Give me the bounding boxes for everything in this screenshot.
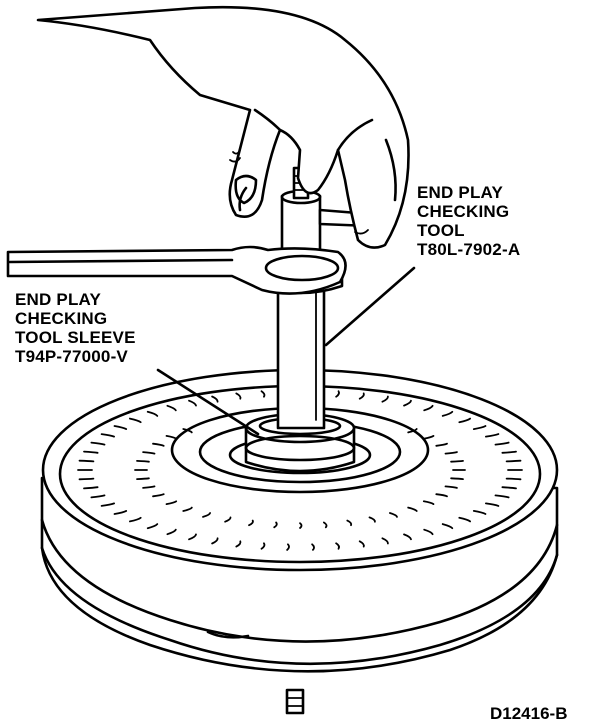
blade-tick	[494, 494, 510, 499]
callout-checking-tool: END PLAY CHECKING TOOL T80L-7902-A	[417, 183, 520, 259]
blade-tick	[494, 441, 510, 446]
blade-tick	[78, 459, 95, 463]
figure-id: D12416-B	[490, 704, 568, 723]
blade-tick	[202, 512, 211, 518]
callout-tool-sleeve-line-1: END PLAY	[15, 290, 101, 309]
blade-tick	[235, 392, 242, 400]
blade-tick	[248, 519, 254, 527]
blade-tick	[273, 521, 278, 529]
blade-tick	[450, 477, 464, 480]
blade-tick	[444, 485, 458, 489]
blade-tick	[423, 404, 434, 412]
blade-tick	[358, 540, 365, 548]
blade-tick	[472, 425, 487, 430]
blade-tick	[346, 519, 353, 527]
blade-tick	[129, 417, 142, 424]
blade-tick	[165, 500, 178, 505]
hand-shape	[36, 5, 410, 249]
blade-tick	[422, 435, 435, 440]
leader-line-checking-tool	[324, 266, 416, 347]
blade-tick	[152, 442, 165, 447]
blade-tick	[368, 516, 376, 523]
blade-tick	[182, 506, 193, 512]
blade-tick	[335, 390, 340, 398]
blade-tick	[505, 477, 522, 481]
callout-checking-tool-line-1: END PLAY	[417, 183, 503, 202]
blade-tick	[381, 395, 389, 403]
blade-tick	[100, 433, 115, 438]
blade-tick	[224, 516, 232, 523]
blade-tick	[90, 494, 106, 499]
blade-tick	[188, 533, 197, 541]
callout-checking-tool-line-3: TOOL	[417, 221, 465, 240]
callout-checking-tool-line-2: CHECKING	[417, 202, 510, 221]
blade-tick	[260, 542, 266, 550]
blade-tick	[182, 428, 193, 434]
leader-line-tool-sleeve	[156, 368, 260, 436]
blade-tick	[403, 533, 412, 541]
wrench-shape	[6, 245, 347, 295]
blade-tick	[472, 510, 487, 515]
blade-tick	[501, 486, 517, 490]
blade-tick	[78, 477, 95, 481]
blade-tick	[381, 537, 389, 545]
blade-tick	[450, 460, 464, 463]
blade-tick	[422, 500, 435, 505]
blade-tick	[152, 493, 165, 498]
blade-tick	[129, 516, 142, 523]
blade-tick	[444, 451, 458, 455]
blade-tick	[113, 425, 128, 430]
blade-tick	[407, 506, 418, 512]
blade-tick	[423, 528, 434, 536]
blade-tick	[136, 460, 150, 463]
blade-tick	[389, 512, 398, 518]
blade-tick	[435, 493, 448, 498]
blade-tick	[403, 399, 412, 407]
blade-tick	[83, 450, 99, 454]
blade-tick	[458, 417, 471, 424]
blade-tick	[501, 450, 517, 454]
blade-tick	[311, 543, 315, 551]
blade-tick	[505, 459, 522, 463]
blade-tick	[358, 392, 365, 400]
blade-tick	[165, 435, 178, 440]
callout-tool-sleeve-line-2: CHECKING	[15, 309, 108, 328]
blade-tick	[286, 543, 290, 551]
blade-tick	[146, 410, 159, 417]
blade-tick	[100, 502, 115, 507]
blade-tick	[188, 399, 197, 407]
blade-tick	[142, 451, 156, 455]
callout-tool-sleeve-line-4: T94P-77000-V	[15, 347, 128, 366]
blade-tick	[323, 521, 328, 529]
blade-tick	[335, 542, 340, 550]
blade-tick	[260, 390, 266, 398]
blade-tick	[407, 428, 418, 434]
blade-tick	[485, 433, 500, 438]
blade-tick	[299, 522, 303, 529]
blade-tick	[458, 516, 471, 523]
blade-tick	[235, 540, 242, 548]
blade-tick	[441, 410, 454, 417]
blade-tick	[142, 485, 156, 489]
blade-tick	[435, 442, 448, 447]
blade-tick	[166, 528, 177, 536]
blade-tick	[146, 523, 159, 530]
blade-tick	[136, 477, 150, 480]
callout-tool-sleeve-line-3: TOOL SLEEVE	[15, 328, 136, 347]
blade-tick	[113, 510, 128, 515]
blade-tick	[211, 537, 219, 545]
callout-checking-tool-line-4: T80L-7902-A	[417, 240, 521, 259]
blade-tick	[485, 502, 500, 507]
blade-tick	[83, 486, 99, 490]
blade-tick	[211, 395, 219, 403]
callout-tool-sleeve: END PLAY CHECKING TOOL SLEEVE T94P-77000…	[15, 290, 136, 366]
leader-lines	[156, 266, 416, 436]
blade-tick	[441, 523, 454, 530]
blade-tick	[90, 441, 106, 446]
blade-tick	[166, 404, 177, 412]
